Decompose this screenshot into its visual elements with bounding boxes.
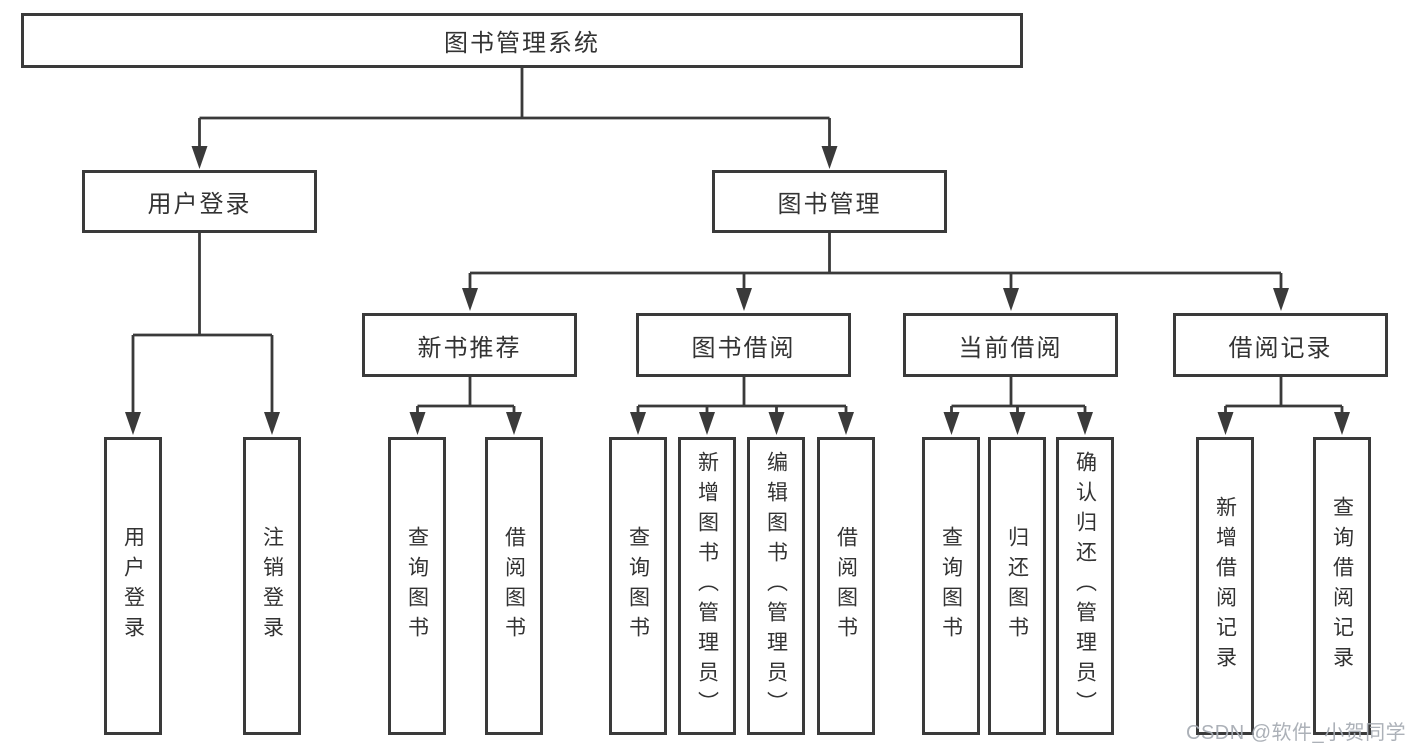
leaf-borrow-book-recommend-label: 借阅图书	[502, 526, 526, 646]
node-user-login-label: 用户登录	[147, 191, 252, 218]
leaf-user-login: 用户登录	[104, 437, 162, 735]
leaf-confirm-return: 确认归还（管理员）	[1056, 437, 1114, 735]
leaf-edit-book: 编辑图书（管理员）	[747, 437, 805, 735]
arrowhead-icon	[264, 412, 280, 435]
leaf-confirm-return-label: 确认归还（管理员）	[1073, 451, 1097, 721]
arrowhead-icon	[1334, 412, 1350, 435]
arrowhead-icon	[1077, 412, 1093, 435]
node-borrow-record-label: 借阅记录	[1228, 334, 1333, 362]
node-new-book-recommend: 新书推荐	[362, 313, 577, 377]
node-current-borrow-label: 当前借阅	[958, 334, 1063, 362]
arrowhead-icon	[736, 288, 752, 311]
leaf-borrow-book: 借阅图书	[817, 437, 875, 735]
arrowhead-icon	[1009, 412, 1026, 435]
leaf-logout: 注销登录	[243, 437, 301, 735]
arrowhead-icon	[838, 412, 854, 435]
arrowhead-icon	[462, 288, 478, 311]
leaf-query-borrow-record: 查询借阅记录	[1313, 437, 1371, 735]
node-root: 图书管理系统	[21, 13, 1023, 68]
arrowhead-icon	[125, 412, 141, 435]
leaf-logout-label: 注销登录	[260, 526, 284, 646]
arrowhead-icon	[943, 412, 960, 435]
arrowhead-icon	[821, 146, 838, 169]
node-user-login: 用户登录	[82, 170, 317, 233]
arrowhead-icon	[409, 412, 426, 435]
arrowhead-icon	[506, 412, 522, 435]
arrowhead-icon	[768, 412, 785, 435]
leaf-add-book: 新增图书（管理员）	[678, 437, 736, 735]
leaf-query-book-recommend-label: 查询图书	[405, 526, 429, 646]
arrowhead-icon	[1217, 412, 1234, 435]
connector-paths	[131, 68, 1344, 414]
leaf-return-book-label: 归还图书	[1005, 526, 1029, 646]
leaf-query-book-borrow-label: 查询图书	[626, 526, 650, 646]
leaf-query-book-current-label: 查询图书	[939, 526, 963, 646]
leaf-query-borrow-record-label: 查询借阅记录	[1330, 496, 1354, 676]
node-new-book-recommend-label: 新书推荐	[417, 334, 522, 362]
node-borrow-record: 借阅记录	[1173, 313, 1388, 377]
leaf-user-login-label: 用户登录	[121, 526, 145, 646]
node-root-label: 图书管理系统	[444, 30, 600, 57]
leaf-add-borrow-record: 新增借阅记录	[1196, 437, 1254, 735]
watermark-text: CSDN @软件_小贺同学	[1186, 722, 1405, 744]
leaf-borrow-book-recommend: 借阅图书	[485, 437, 543, 735]
arrowhead-icon	[1273, 288, 1289, 311]
leaf-query-book-borrow: 查询图书	[609, 437, 667, 735]
arrowhead-icon	[191, 146, 208, 169]
leaf-query-book-recommend: 查询图书	[388, 437, 446, 735]
node-book-borrow-label: 图书借阅	[691, 334, 796, 362]
node-book-borrow: 图书借阅	[636, 313, 851, 377]
arrowhead-icon	[1003, 288, 1019, 311]
leaf-query-book-current: 查询图书	[922, 437, 980, 735]
leaf-add-book-label: 新增图书（管理员）	[695, 451, 719, 721]
leaf-edit-book-label: 编辑图书（管理员）	[764, 451, 788, 721]
leaf-return-book: 归还图书	[988, 437, 1046, 735]
arrowheads	[125, 146, 1350, 435]
arrowhead-icon	[699, 412, 715, 435]
node-book-mgmt-label: 图书管理	[777, 191, 882, 218]
leaf-borrow-book-label: 借阅图书	[834, 526, 858, 646]
node-book-mgmt: 图书管理	[712, 170, 947, 233]
arrowhead-icon	[630, 412, 646, 435]
node-current-borrow: 当前借阅	[903, 313, 1118, 377]
leaf-add-borrow-record-label: 新增借阅记录	[1213, 496, 1237, 676]
